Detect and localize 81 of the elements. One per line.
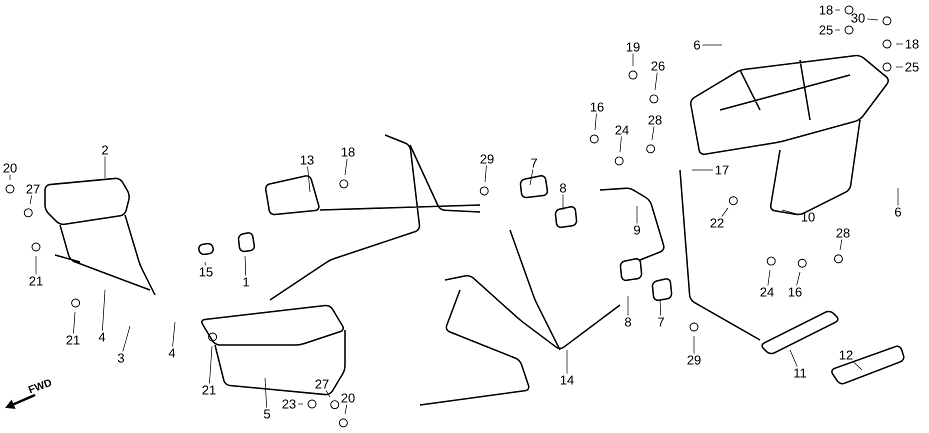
leader-line	[264, 378, 267, 408]
leader-line	[896, 66, 904, 68]
callout-number: 18	[906, 39, 919, 49]
callout-number: 20	[341, 393, 355, 403]
callout-number: 24	[760, 288, 774, 296]
leader-line	[866, 18, 878, 20]
callout-number: 8	[560, 183, 566, 193]
callout-number: 9	[634, 225, 640, 235]
leader-line	[702, 44, 722, 46]
leader-line	[209, 346, 212, 384]
callout-number: 29	[480, 154, 494, 164]
callout-number: 7	[531, 158, 537, 168]
callout-number: 6	[694, 40, 700, 50]
callout-number: 4	[168, 348, 176, 358]
leader-line	[796, 272, 800, 286]
leader-line	[636, 206, 638, 224]
leader-line	[620, 136, 622, 152]
callout-number: 12	[840, 350, 853, 360]
leader-line	[30, 195, 32, 204]
leader-line	[172, 322, 176, 347]
leader-line	[782, 210, 800, 215]
callout-number: 21	[29, 276, 43, 286]
leader-line	[594, 113, 597, 130]
callout-number: 13	[300, 155, 314, 165]
callout-number: 25	[905, 62, 919, 72]
callout-number: 23	[282, 399, 296, 409]
leader-line	[244, 256, 246, 276]
callout-number: 11	[794, 368, 806, 378]
callout-number: 18	[342, 147, 355, 157]
leader-line	[102, 290, 106, 331]
leader-line	[530, 169, 534, 186]
callout-number: 14	[560, 376, 574, 384]
callout-number: 26	[651, 61, 665, 71]
leader-line	[652, 126, 654, 140]
callout-number: 20	[3, 163, 17, 173]
leader-line	[660, 300, 662, 316]
leader-line	[484, 165, 487, 182]
callout-number: 3	[118, 353, 124, 363]
callout-number: 30	[851, 13, 865, 23]
leader-line	[790, 350, 798, 367]
direction-label: FWD	[28, 380, 52, 394]
callout-number: 21	[202, 386, 216, 394]
leader-line	[204, 262, 206, 266]
callout-number: 5	[264, 410, 270, 418]
callout-number: 6	[895, 207, 902, 217]
callout-number: 16	[788, 287, 802, 297]
leader-line	[852, 361, 862, 370]
callout-number: 1	[243, 278, 249, 286]
leader-line	[840, 239, 842, 250]
leader-line	[122, 326, 130, 352]
callout-number: 25	[819, 25, 833, 35]
callout-number: 22	[710, 218, 724, 228]
callout-number: 29	[687, 355, 701, 365]
callout-number: 16	[590, 102, 604, 112]
leader-line	[73, 312, 76, 334]
callout-number: 19	[626, 42, 640, 52]
callout-number: 7	[658, 318, 664, 326]
leader-line	[632, 53, 634, 66]
leader-line	[344, 158, 348, 176]
callout-number: 10	[802, 212, 815, 222]
leader-line	[768, 270, 770, 286]
leader-line	[566, 350, 568, 374]
callout-number: 27	[26, 184, 40, 194]
callout-number: 15	[200, 268, 213, 276]
leader-line	[721, 208, 728, 217]
leader-line	[307, 166, 310, 192]
callout-number: 28	[836, 228, 850, 238]
callout-number: 8	[624, 317, 632, 327]
callout-number: 24	[615, 126, 629, 134]
callout-number: 28	[648, 115, 662, 125]
callout-number: 27	[315, 380, 329, 388]
callout-number: 21	[66, 336, 80, 344]
callout-number: 17	[716, 166, 729, 174]
leader-line	[562, 194, 564, 210]
leader-line	[326, 390, 330, 398]
callout-number: 2	[102, 146, 108, 154]
leader-line	[344, 404, 348, 414]
callout-number: 4	[98, 332, 106, 342]
leader-line	[654, 72, 658, 90]
callout-number: 18	[820, 5, 833, 15]
leader-line	[104, 156, 106, 178]
